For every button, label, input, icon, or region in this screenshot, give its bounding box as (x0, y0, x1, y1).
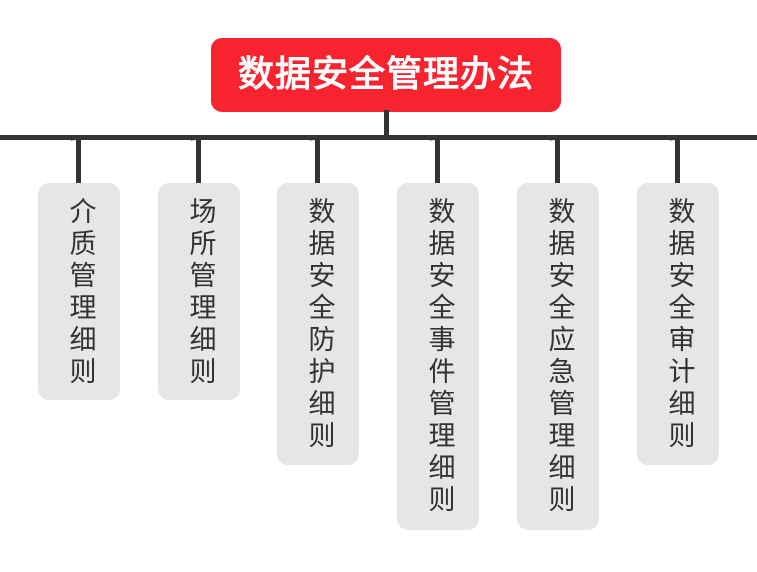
connector-elbow-3 (310, 135, 320, 145)
child-node-label: 数据安全事件管理细则 (423, 197, 455, 517)
child-node-label: 介质管理细则 (64, 197, 96, 389)
child-node-label: 数据安全防护细则 (303, 197, 335, 453)
connector-elbow-4 (430, 135, 440, 145)
connector-elbow-1 (71, 135, 81, 145)
connector-drop-4 (435, 135, 440, 185)
connector-horizontal-bus (0, 135, 757, 140)
child-node-2[interactable]: 场所管理细则 (158, 183, 240, 400)
connector-elbow-2 (191, 135, 201, 145)
connector-elbow-6 (670, 135, 680, 145)
child-node-1[interactable]: 介质管理细则 (38, 183, 120, 400)
connector-root-stem (384, 110, 389, 140)
child-node-5[interactable]: 数据安全应急管理细则 (517, 183, 599, 530)
connector-elbow-5 (550, 135, 560, 145)
child-node-label: 场所管理细则 (184, 197, 216, 389)
child-node-6[interactable]: 数据安全审计细则 (637, 183, 719, 465)
connector-drop-2 (196, 135, 201, 185)
connector-drop-6 (675, 135, 680, 185)
child-node-label: 数据安全审计细则 (663, 197, 695, 453)
connector-drop-5 (555, 135, 560, 185)
root-node-label: 数据安全管理办法 (237, 54, 534, 95)
root-node[interactable]: 数据安全管理办法 (211, 38, 561, 112)
child-node-3[interactable]: 数据安全防护细则 (277, 183, 359, 465)
child-node-label: 数据安全应急管理细则 (543, 197, 575, 517)
connector-drop-3 (315, 135, 320, 185)
connector-drop-1 (76, 135, 81, 185)
child-node-4[interactable]: 数据安全事件管理细则 (397, 183, 479, 530)
